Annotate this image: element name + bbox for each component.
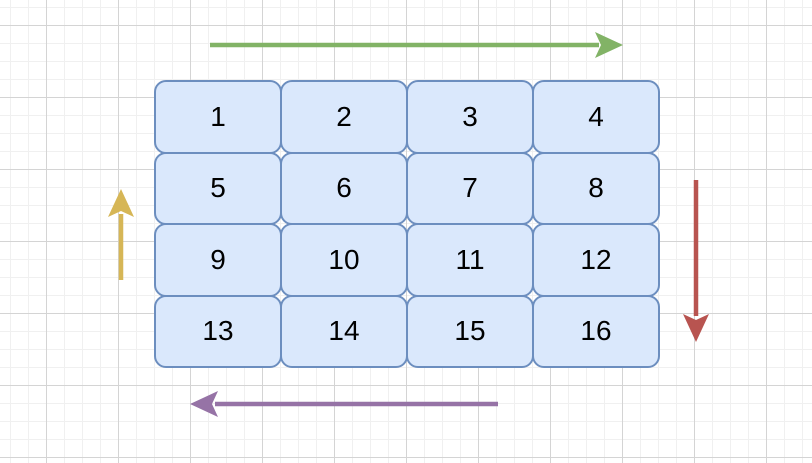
- table-cell[interactable]: 15: [406, 294, 534, 368]
- table-cell[interactable]: 7: [406, 151, 534, 225]
- arrow-head: [683, 314, 709, 342]
- table-cell[interactable]: 2: [280, 80, 408, 154]
- table-cell[interactable]: 3: [406, 80, 534, 154]
- table-cell[interactable]: 9: [154, 223, 282, 297]
- table-cell[interactable]: 14: [280, 294, 408, 368]
- table-cell[interactable]: 8: [532, 151, 660, 225]
- arrow-head: [108, 189, 134, 217]
- table-cell[interactable]: 10: [280, 223, 408, 297]
- table-cell[interactable]: 12: [532, 223, 660, 297]
- arrow-left-icon[interactable]: [184, 387, 504, 421]
- arrow-head: [190, 391, 218, 417]
- arrow-down-icon[interactable]: [678, 174, 714, 348]
- table-cell[interactable]: 4: [532, 80, 660, 154]
- arrow-head: [595, 32, 623, 58]
- table-cell[interactable]: 6: [280, 151, 408, 225]
- table-cell[interactable]: 16: [532, 294, 660, 368]
- table-cell[interactable]: 13: [154, 294, 282, 368]
- table-cell[interactable]: 1: [154, 80, 282, 154]
- table-cell[interactable]: 5: [154, 151, 282, 225]
- number-table: 1 2 3 4 5 6 7 8 9 10 11 12 13 14 15 16: [154, 80, 660, 368]
- arrow-right-icon[interactable]: [205, 28, 630, 62]
- arrow-up-icon[interactable]: [103, 183, 139, 285]
- table-cell[interactable]: 11: [406, 223, 534, 297]
